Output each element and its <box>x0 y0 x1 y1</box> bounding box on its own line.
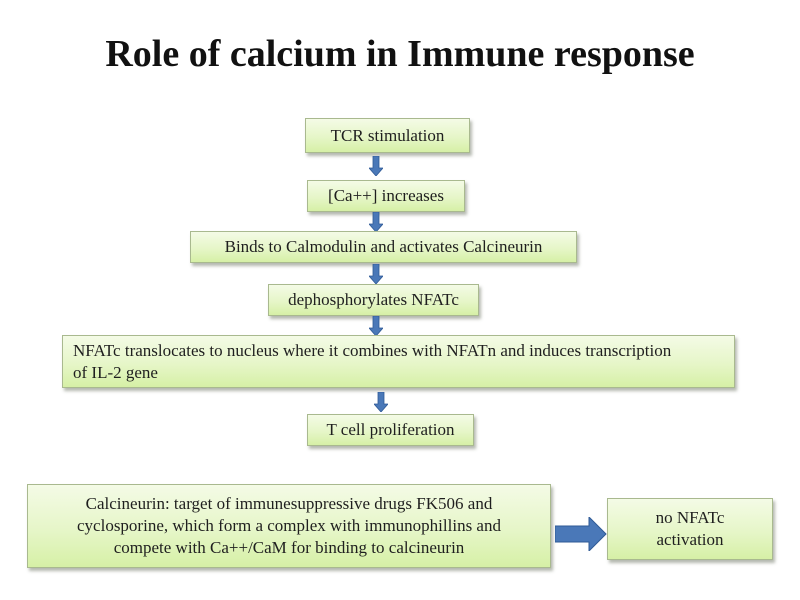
arrow-down-icon <box>369 316 383 336</box>
arrow-right-icon <box>555 517 607 551</box>
step-binds-calmodulin: Binds to Calmodulin and activates Calcin… <box>190 231 577 263</box>
step-label: [Ca++] increases <box>328 186 444 205</box>
step-nfatc-translocates: NFATc translocates to nucleus where it c… <box>62 335 735 388</box>
calcineurin-inhibitor-box: Calcineurin: target of immunesuppressive… <box>27 484 551 568</box>
step-label: dephosphorylates NFATc <box>288 290 459 309</box>
no-nfatc-activation-box: no NFATc activation <box>607 498 773 560</box>
arrow-down-icon <box>374 392 388 412</box>
step-label: NFATc translocates to nucleus where it c… <box>73 340 672 382</box>
step-label: Binds to Calmodulin and activates Calcin… <box>224 237 543 256</box>
step-dephosphorylates-nfatc: dephosphorylates NFATc <box>268 284 479 316</box>
step-t-cell-proliferation: T cell proliferation <box>307 414 474 446</box>
inhibitor-line: Calcineurin: target of immunesuppressive… <box>85 494 493 513</box>
inhibitor-line: compete with Ca++/CaM for binding to cal… <box>113 538 465 557</box>
slide-title: Role of calcium in Immune response <box>105 33 695 75</box>
arrow-down-icon <box>369 212 383 232</box>
step-label: TCR stimulation <box>330 125 445 145</box>
inhibitor-line: cyclosporine, which form a complex with … <box>77 516 501 535</box>
arrow-down-icon <box>369 156 383 176</box>
effect-line: no NFATc <box>655 508 725 527</box>
effect-line: activation <box>656 530 724 549</box>
arrow-down-icon <box>369 264 383 284</box>
step-tcr-stimulation: TCR stimulation <box>305 118 470 153</box>
step-calcium-increases: [Ca++] increases <box>307 180 465 212</box>
step-label: T cell proliferation <box>326 420 455 439</box>
